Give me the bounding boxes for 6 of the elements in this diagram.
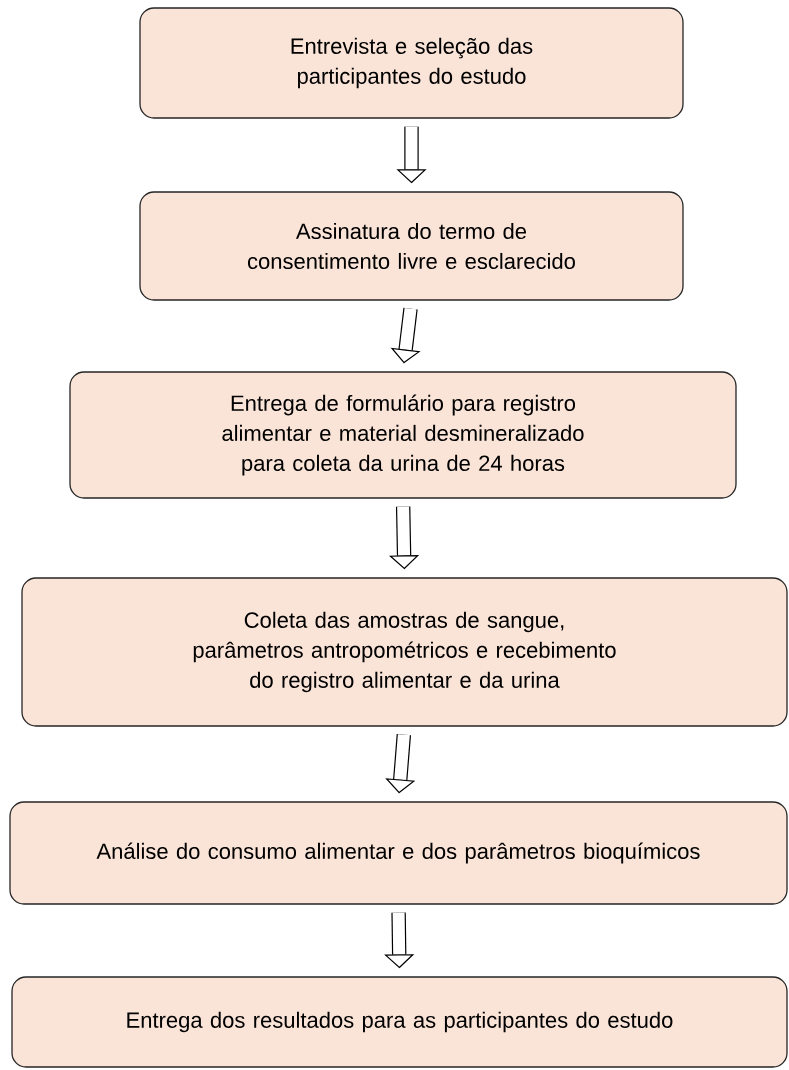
process-box: Entrega de formulário para registro alimentar e material desmineralizado para coleta da urina de 24 horas	[69, 371, 737, 499]
process-box: Entrevista e seleção das participantes do estudo	[139, 7, 684, 119]
process-box: Análise do consumo alimentar e dos parâmetros bioquímicos	[9, 801, 788, 905]
process-box: Assinatura do termo de consentimento livre e esclarecido	[139, 191, 684, 301]
process-box: Entrega dos resultados para as participantes do estudo	[11, 976, 788, 1068]
process-box: Coleta das amostras de sangue, parâmetros antropométricos e recebimento do registro alimentar e da urina	[21, 577, 788, 727]
